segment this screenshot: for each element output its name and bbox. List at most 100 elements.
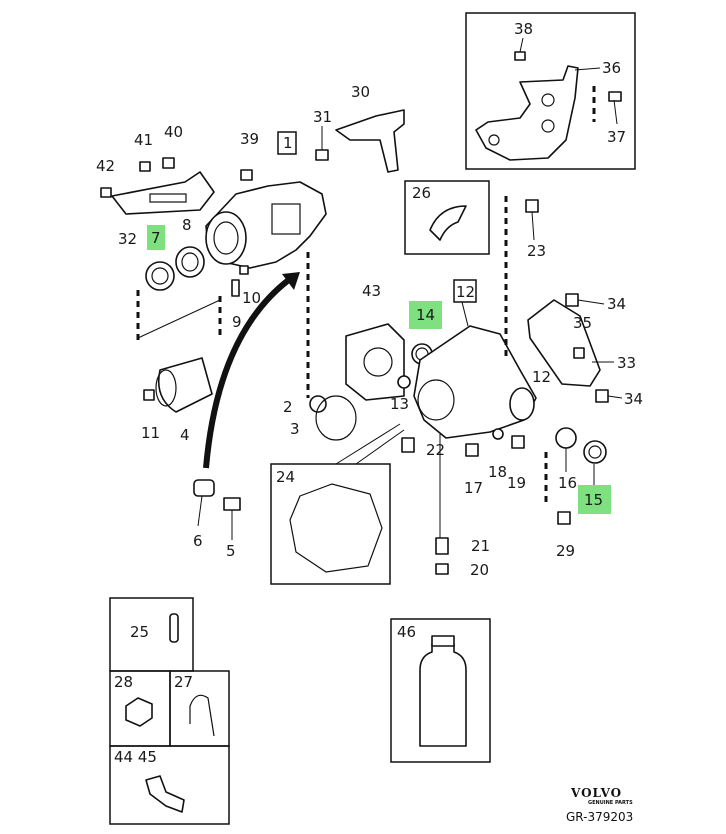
highlight-14 [409,301,442,329]
label-46: 46 [397,623,416,641]
lead-34a [577,299,605,305]
oil-bottle-46 [419,643,467,747]
lead-34b [607,395,623,399]
bolt-34-top [565,293,579,307]
screw-9 [231,279,240,297]
inset-box-44-45 [109,745,230,825]
label-1: 1 [283,134,293,152]
label-20: 20 [470,561,489,579]
label-42: 42 [96,157,115,175]
label-34-bottom: 34 [624,390,643,408]
label-19: 19 [507,474,526,492]
label-13: 13 [390,395,409,413]
seal-7 [145,261,175,291]
bearing-8 [175,246,205,278]
label-8: 8 [182,216,192,234]
label-15: 15 [584,491,603,509]
label-39: 39 [240,130,259,148]
housing-12-outlet [509,387,535,421]
boot-4-end [155,369,177,407]
bolt-44-45 [145,775,185,813]
housing-12-bore [417,379,455,421]
bolt-23 [525,199,539,213]
bracket-32-slot [149,193,187,203]
seal-13 [397,375,411,389]
lead-box-24-b [355,429,405,465]
bolt-35 [573,347,585,359]
label-22: 22 [426,441,445,459]
bolt-34-bottom [595,389,609,403]
housing-12 [413,325,537,439]
label-31: 31 [313,108,332,126]
label-10: 10 [242,289,261,307]
highlight-15 [578,485,611,514]
reference-code: GR-379203 [566,810,633,824]
highlight-7 [147,225,165,250]
oil-bottle-cap [431,635,455,647]
label-4: 4 [180,426,190,444]
inset-box-24 [270,463,391,585]
label-3: 3 [290,420,300,438]
label-44-45: 44 45 [114,748,157,766]
oring-2 [309,395,327,413]
label-11: 11 [141,424,160,442]
lead-37 [613,99,618,125]
brand-name: VOLVO [570,786,622,800]
lead-12b [461,301,469,327]
brand-sub: GENUINE PARTS [588,800,633,806]
pin-25 [169,613,179,643]
bolt-11 [143,389,155,401]
lead-23 [531,211,535,241]
callout-frame-12 [453,279,477,303]
plug-20 [435,563,449,575]
gasket-24 [289,483,383,573]
label-33: 33 [617,354,636,372]
inset-box-26 [404,180,490,255]
label-29: 29 [556,542,575,560]
bolt-37 [608,91,622,102]
label-40: 40 [164,123,183,141]
label-18: 18 [488,463,507,481]
seal-16 [555,427,577,449]
bolt-5 [223,497,241,511]
label-16: 16 [558,474,577,492]
bolt-39 [240,169,253,181]
bracket-36 [475,65,579,161]
label-34-top: 34 [607,295,626,313]
label-17: 17 [464,479,483,497]
label-43: 43 [362,282,381,300]
label-36: 36 [602,59,621,77]
bracket-36-hole-c [488,134,500,146]
label-35: 35 [573,314,592,332]
lead-38 [519,37,524,53]
label-32: 32 [118,230,137,248]
bolt-10 [239,265,249,275]
washer-18 [492,428,504,440]
bolt-29 [557,511,571,525]
label-5: 5 [226,542,236,560]
bolt-19 [511,435,525,449]
label-2: 2 [283,398,293,416]
bolt-31 [315,149,329,161]
label-25: 25 [130,623,149,641]
label-30: 30 [351,83,370,101]
plug-21 [435,537,449,555]
label-26: 26 [412,184,431,202]
seal-7-inner [151,267,169,285]
housing-1-flange [205,211,247,265]
label-21: 21 [471,537,490,555]
clip-6 [193,479,215,497]
bracket-36-hole-b [541,119,555,133]
label-37: 37 [607,128,626,146]
label-27: 27 [174,673,193,691]
housing-1-bore [213,221,239,255]
label-7: 7 [151,229,161,247]
inset-box-25 [109,597,194,672]
label-14: 14 [416,306,435,324]
label-12: 12 [532,368,551,386]
assembly-arrow [203,273,296,469]
inset-box-46 [390,618,491,763]
label-23: 23 [527,242,546,260]
label-12-box: 12 [456,283,475,301]
